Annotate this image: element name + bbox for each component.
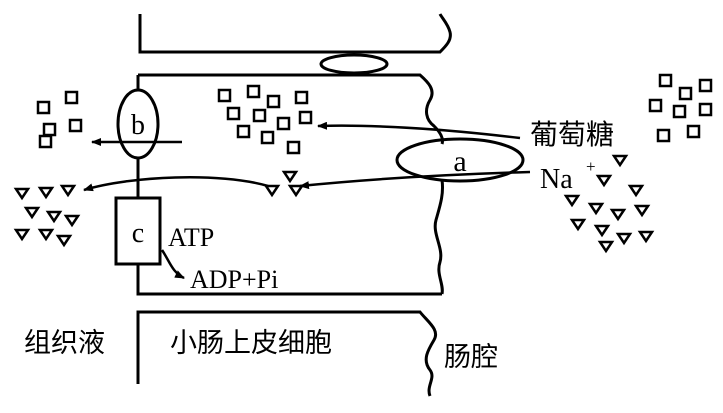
sodium-charge-label: + <box>586 157 596 176</box>
sodium-label: Na <box>540 164 573 195</box>
glucose-molecules <box>36 73 713 155</box>
sodium-in-arrow <box>299 170 531 190</box>
carrier-protein-b: b <box>116 88 160 160</box>
protein-c-label: c <box>132 218 144 249</box>
upper-cell-outline <box>138 13 452 54</box>
intestinal-lumen-label: 肠腔 <box>444 342 498 373</box>
glucose-in-arrow <box>317 121 521 140</box>
sodium-out-arrow <box>83 176 269 192</box>
sodium-ions <box>13 154 655 254</box>
protein-a-label: a <box>453 145 466 178</box>
atp-hydrolysis-arrow <box>160 249 185 280</box>
atp-label: ATP <box>168 223 214 252</box>
junction-protein <box>319 53 389 75</box>
transport-arrows <box>83 121 531 280</box>
glucose-label: 葡萄糖 <box>530 118 614 151</box>
tissue-fluid-label: 组织液 <box>24 328 105 359</box>
epithelial-cell-label: 小肠上皮细胞 <box>170 328 332 359</box>
lower-cell-outline <box>136 310 437 397</box>
carrier-protein-a: a <box>395 137 525 183</box>
epithelial-cell-outline <box>136 73 444 296</box>
adp-pi-label: ADP+Pi <box>190 265 278 294</box>
protein-b-label: b <box>131 110 145 141</box>
pump-protein-c: c <box>114 196 162 266</box>
